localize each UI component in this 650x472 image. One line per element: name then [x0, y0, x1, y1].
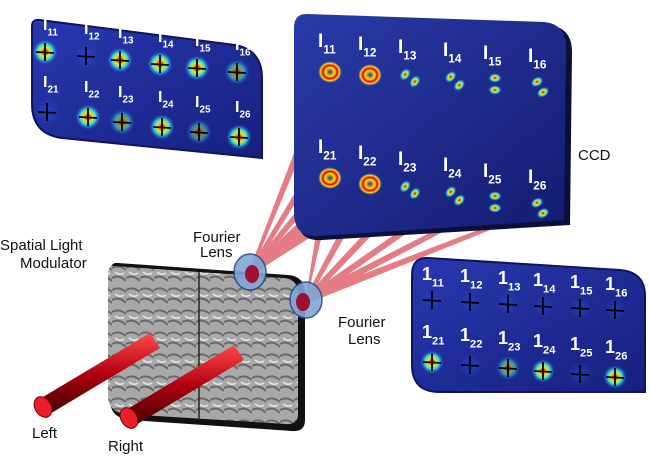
ccd-lobe-spot	[444, 70, 466, 92]
centroid-cross-icon	[152, 118, 172, 136]
centroid-cross-icon	[35, 43, 55, 61]
ccd-label-25: I25	[483, 161, 502, 187]
centroid-cross-icon	[570, 365, 590, 383]
ccd-ring-spot	[358, 64, 382, 86]
left-input-beam	[33, 333, 160, 418]
left-beam-label: Left	[32, 425, 58, 442]
ccd-lobe-spot	[444, 185, 466, 207]
ccd-ring-spot	[358, 173, 382, 195]
centroid-cross-icon	[460, 356, 480, 374]
fourier-lens-1-label: Fourier Lens	[193, 229, 245, 261]
right-input-beam	[119, 345, 244, 429]
fourier-lens-2-label: Fourier Lens	[338, 314, 390, 348]
centroid-cross-icon	[187, 59, 207, 77]
ccd-spots-layer	[318, 61, 550, 219]
centroid-cross-icon	[150, 55, 170, 73]
centroid-cross-icon	[229, 128, 249, 146]
spatial-light-modulator	[108, 262, 305, 432]
centroid-cross-icon	[227, 63, 247, 81]
br-spots-layer	[420, 289, 627, 389]
centroid-cross-icon	[533, 362, 553, 380]
fourier-lens-2	[289, 281, 323, 319]
centroid-cross-icon	[605, 368, 625, 386]
ccd-lobe-spot	[488, 73, 502, 95]
centroid-cross-icon	[37, 103, 57, 121]
centroid-cross-icon	[533, 297, 553, 315]
light-ray	[306, 208, 545, 304]
right-beam-label: Right	[108, 438, 144, 455]
ccd-lobe-spot	[530, 76, 550, 98]
ccd-lobe-spot	[399, 180, 421, 200]
ccd-label: CCD	[578, 147, 611, 164]
centroid-cross-icon	[422, 353, 442, 371]
centroid-cross-icon	[110, 51, 130, 69]
centroid-cross-icon	[112, 113, 132, 131]
centroid-cross-icon	[422, 291, 442, 309]
centroid-cross-icon	[498, 295, 518, 313]
centroid-cross-icon	[460, 293, 480, 311]
ccd-ring-spot	[318, 61, 342, 83]
ccd-lobe-spot	[530, 197, 550, 219]
centroid-cross-icon	[498, 359, 518, 377]
ccd-ring-spot	[318, 167, 342, 189]
centroid-cross-icon	[76, 47, 96, 65]
ccd-lobe-spot	[488, 191, 502, 213]
centroid-cross-icon	[78, 108, 98, 126]
centroid-cross-icon	[570, 299, 590, 317]
centroid-cross-icon	[605, 301, 625, 319]
slm-label: Spatial Light Modulator	[0, 237, 87, 272]
ccd-lobe-spot	[399, 68, 421, 88]
centroid-cross-icon	[189, 123, 209, 141]
fourier-lens-1	[233, 253, 267, 291]
spots-layer	[32, 39, 252, 150]
